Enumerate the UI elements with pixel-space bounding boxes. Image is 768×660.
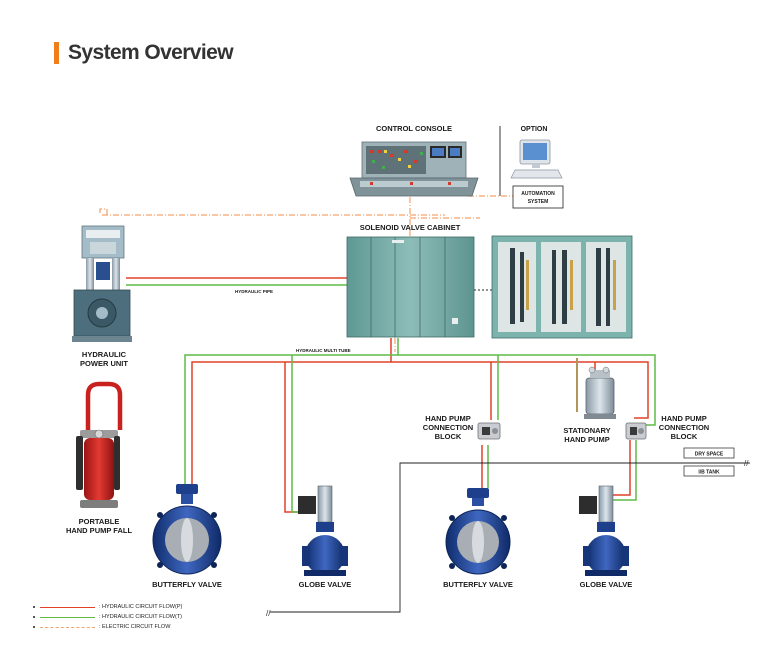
hp-block-left-label-1: HAND PUMP	[425, 414, 470, 423]
legend-item-tank: : HYDRAULIC CIRCUIT FLOW(T)	[33, 612, 182, 622]
hp-block-right-label-3: BLOCK	[671, 432, 698, 441]
legend-text-pressure: : HYDRAULIC CIRCUIT FLOW(P)	[99, 604, 183, 610]
hp-block-right-label-2: CONNECTION	[659, 423, 709, 432]
stationary-hand-pump[interactable]	[576, 358, 616, 419]
automation-computer[interactable]	[510, 139, 563, 179]
globe-valve-1[interactable]	[298, 485, 348, 576]
legend-item-pressure: : HYDRAULIC CIRCUIT FLOW(P)	[33, 602, 182, 612]
automation-label-2: SYSTEM	[528, 199, 549, 205]
heading-accent-bar	[54, 42, 59, 64]
break-mark-right: //	[744, 459, 749, 468]
legend-swatch-pressure	[40, 606, 95, 608]
legend-bullet	[33, 616, 35, 618]
svg-text:DRY SPACE: DRY SPACE	[695, 452, 724, 458]
legend-bullet	[33, 606, 35, 608]
stationary-pump-label-1: STATIONARY	[563, 426, 610, 435]
hp-block-left-label-2: CONNECTION	[423, 423, 473, 432]
hydraulic-unit-label-2: POWER UNIT	[80, 359, 128, 368]
portable-pump-label-1: PORTABLE	[79, 517, 120, 526]
page-title: System Overview	[68, 41, 234, 64]
legend-bullet	[33, 626, 35, 628]
automation-label-1: AUTOMATION	[521, 191, 555, 197]
ib-tank-tag: I/B TANK	[683, 465, 735, 477]
legend-text-electric: : ELECTRIC CIRCUIT FLOW	[99, 624, 171, 630]
legend-swatch-electric	[40, 626, 95, 628]
portable-hand-pump[interactable]	[76, 381, 123, 508]
legend-item-electric: : ELECTRIC CIRCUIT FLOW	[33, 622, 182, 632]
solenoid-cabinet-label: SOLENOID VALVE CABINET	[360, 223, 461, 232]
portable-pump-label-2: HAND PUMP FALL	[66, 526, 133, 535]
option-label: OPTION	[521, 126, 548, 133]
hand-pump-connection-block-right[interactable]	[625, 422, 647, 440]
hydraulic-tank-lines	[126, 284, 656, 513]
control-console[interactable]	[349, 141, 479, 197]
control-console-label: CONTROL CONSOLE	[376, 124, 452, 133]
butterfly-valve-2-label: BUTTERFLY VALVE	[443, 580, 513, 589]
globe-valve-2[interactable]	[579, 485, 629, 576]
solenoid-cabinet-open-view[interactable]	[491, 235, 633, 339]
legend-text-tank: : HYDRAULIC CIRCUIT FLOW(T)	[99, 614, 183, 620]
legend: : HYDRAULIC CIRCUIT FLOW(P) : HYDRAULIC …	[33, 602, 182, 632]
butterfly-valve-2[interactable]	[445, 488, 511, 575]
hydraulic-multi-tube-label: HYDRAULIC MULTI TUBE	[296, 348, 351, 353]
hydraulic-pipe-label: HYDRAULIC PIPE	[235, 289, 273, 294]
break-mark-left: //	[266, 609, 271, 618]
legend-swatch-tank	[40, 616, 95, 618]
signal-lines	[270, 126, 750, 613]
hp-block-right-label-1: HAND PUMP	[661, 414, 706, 423]
hydraulic-power-unit[interactable]	[72, 225, 132, 342]
hydraulic-unit-label-1: HYDRAULIC	[82, 350, 127, 359]
solenoid-valve-cabinet[interactable]	[346, 236, 475, 338]
dry-space-tag: DRY SPACE	[683, 447, 735, 459]
globe-valve-1-label: GLOBE VALVE	[299, 580, 352, 589]
automation-system-box[interactable]: AUTOMATION SYSTEM	[512, 185, 564, 209]
section-heading: System Overview	[54, 40, 234, 66]
butterfly-valve-1[interactable]	[152, 484, 222, 575]
globe-valve-2-label: GLOBE VALVE	[580, 580, 633, 589]
stationary-pump-label-2: HAND PUMP	[564, 435, 609, 444]
hp-block-left-label-3: BLOCK	[435, 432, 462, 441]
hand-pump-connection-block-left[interactable]	[477, 422, 501, 440]
electric-circuit-lines	[99, 195, 516, 352]
butterfly-valve-1-label: BUTTERFLY VALVE	[152, 580, 222, 589]
svg-text:I/B TANK: I/B TANK	[698, 470, 720, 476]
